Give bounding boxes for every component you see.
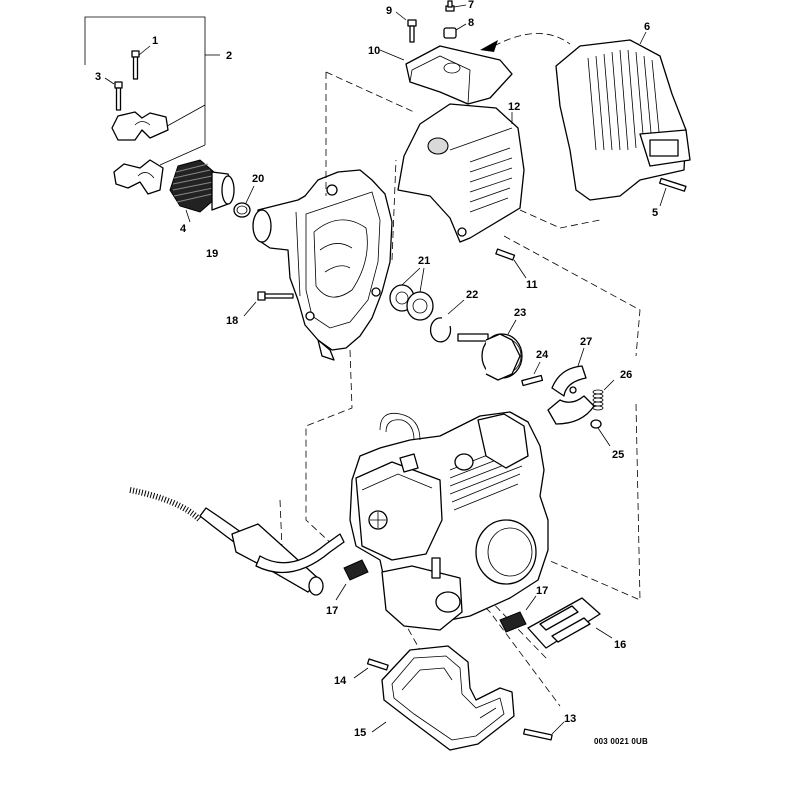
label-25: 25 [612,449,624,461]
label-22: 22 [466,289,478,301]
fan-housing-19 [252,169,393,361]
screw-18 [243,291,294,317]
label-6: 6 [644,21,650,33]
screw-24 [521,361,544,387]
label-26: 26 [620,369,632,381]
engine-block [349,411,549,631]
label-12: 12 [508,101,520,113]
assembly-arrow [480,33,571,52]
ring-20 [233,185,255,218]
label-17a: 17 [326,605,338,617]
label-10: 10 [368,45,380,57]
screw-7 [445,0,467,12]
screw-11 [495,248,527,279]
screw-14 [353,658,389,679]
screw-13 [523,721,565,741]
label-8: 8 [468,17,474,29]
engine-cover-6 [555,31,691,201]
clutch-shoes-27 [547,347,595,425]
label-24: 24 [536,349,549,361]
screw-5 [659,177,687,207]
screw-9 [395,11,417,43]
label-2: 2 [226,50,232,62]
circlip-22 [429,299,465,343]
sleeve-4 [169,159,235,223]
label-17b: 17 [536,585,548,597]
label-7: 7 [468,0,474,11]
label-14: 14 [334,675,347,687]
shroud-12 [397,103,525,243]
screw-3 [104,77,123,111]
label-4: 4 [180,223,187,235]
label-13: 13 [564,713,576,725]
spring-26 [592,379,615,411]
rubber-mount-17-left [335,559,369,601]
label-21: 21 [418,255,430,267]
grommet-8 [443,23,467,39]
cover-10 [379,45,513,105]
label-15: 15 [354,727,366,739]
rubber-mount-17-right [499,595,537,633]
drawing-code: 003 0021 0UB [594,737,648,746]
construction-lines [279,71,641,707]
label-1: 1 [152,35,158,47]
clamp-upper-half [111,111,169,141]
washer-25 [590,419,611,447]
plate-16 [527,597,613,649]
drive-shaft-flex-cable [129,487,345,596]
label-20: 20 [252,173,264,185]
label-18: 18 [226,315,238,327]
screw-1 [131,45,151,80]
clutch-drum-23 [457,319,523,381]
clamp-lower-half [113,159,164,195]
label-19: 19 [206,248,218,260]
label-3: 3 [95,71,101,83]
frame-15 [371,645,515,751]
label-11: 11 [526,279,538,291]
part-labels: 1 2 3 4 5 6 7 8 9 10 11 12 13 14 15 16 1… [95,0,658,739]
label-16: 16 [614,639,626,651]
label-23: 23 [514,307,526,319]
label-9: 9 [386,5,392,17]
bearing-21 [389,267,434,321]
label-27: 27 [580,336,592,348]
label-5: 5 [652,207,658,219]
